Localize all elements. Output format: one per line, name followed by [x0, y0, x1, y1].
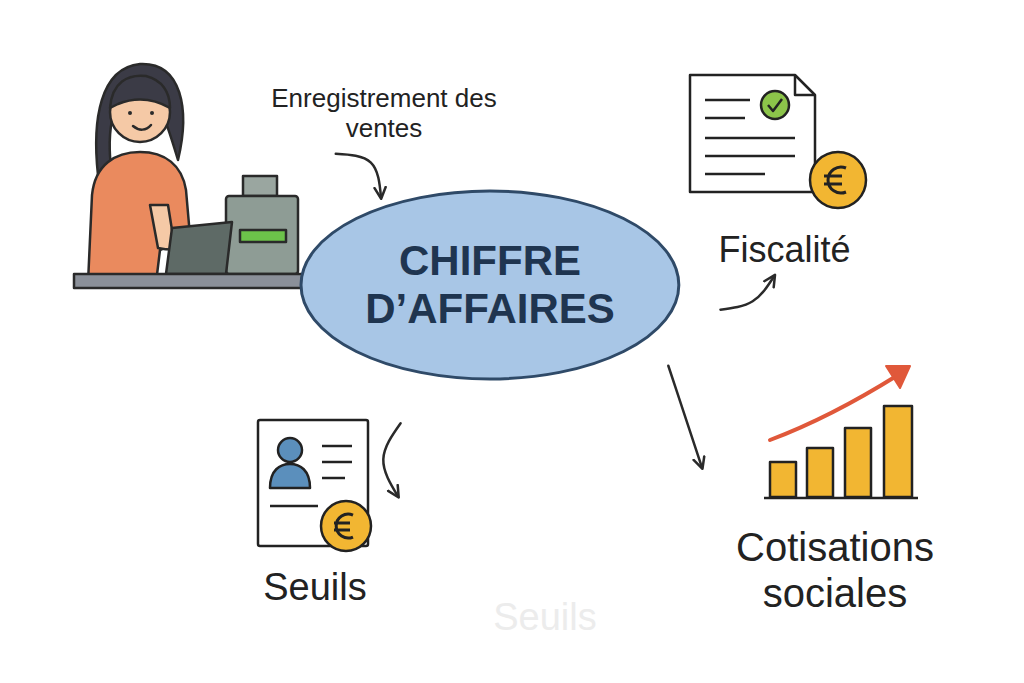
threshold-node: Seuils [240, 414, 390, 610]
ghost-text: Seuils [465, 596, 625, 639]
flow-arrow [336, 154, 381, 198]
node-label: Fiscalité [718, 229, 850, 270]
node-label: Cotisations sociales [700, 524, 970, 616]
tax-node: Fiscalité [682, 68, 887, 270]
threshold-card-icon [258, 420, 371, 551]
tax-document-icon [690, 75, 866, 208]
social-contribution-node: Cotisations sociales [700, 360, 970, 616]
flow-arrow [383, 423, 400, 496]
cashier-illustration [74, 64, 304, 288]
process-label: Enregistrement des ventes [250, 84, 518, 148]
flow-arrow [668, 366, 702, 468]
central-title: CHIFFRE D’AFFAIRES [339, 237, 641, 334]
node-label: Seuils [263, 566, 367, 610]
central-ellipse: CHIFFRE D’AFFAIRES [299, 189, 681, 381]
flow-arrow [720, 276, 774, 310]
node-label: Enregistrement des ventes [250, 84, 518, 144]
bar-chart-icon [764, 366, 918, 498]
